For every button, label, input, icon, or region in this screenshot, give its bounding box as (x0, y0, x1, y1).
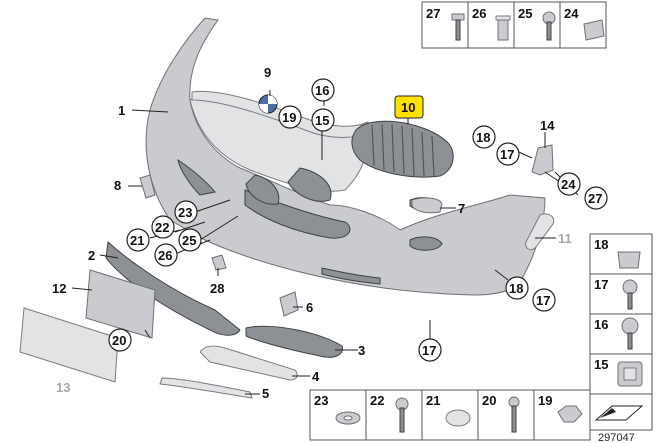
callout-25: 25 (182, 233, 196, 248)
callout-6: 6 (306, 300, 313, 315)
callout-19: 19 (282, 110, 296, 125)
screw-icon (508, 396, 520, 433)
bottom-cell-label-1: 22 (370, 393, 384, 408)
nut-icon (557, 405, 583, 423)
washer-icon (335, 411, 361, 425)
callout-13: 13 (56, 380, 70, 395)
callout-18-lower: 18 (509, 281, 523, 296)
clip-28[interactable] (211, 254, 227, 271)
screw-icon (622, 279, 638, 310)
callout-20: 20 (112, 333, 126, 348)
right-cell-label-0: 18 (594, 237, 608, 252)
center-grille[interactable] (245, 325, 344, 358)
bottom-cell-label-2: 21 (426, 393, 440, 408)
square-nut-icon (617, 361, 643, 387)
callout-3: 3 (358, 343, 365, 358)
callout-26: 26 (158, 248, 172, 263)
screw-icon (395, 397, 409, 433)
callout-21: 21 (130, 233, 144, 248)
lower-trim-4[interactable] (199, 345, 298, 381)
cap-icon (445, 409, 471, 427)
callout-17-right: 17 (536, 293, 550, 308)
bottom-strip-5[interactable] (159, 377, 253, 399)
callout-10: 10 (401, 100, 415, 115)
callout-24: 24 (561, 177, 576, 192)
top-cell-label-1: 26 (472, 6, 486, 21)
callout-8: 8 (114, 178, 121, 193)
bottom-fastener-strip: 23 22 21 20 19 (309, 389, 653, 441)
top-cell-label-0: 27 (426, 6, 440, 21)
license-plate-holder[interactable] (85, 269, 156, 339)
callout-27: 27 (588, 191, 602, 206)
callout-4: 4 (312, 369, 320, 384)
bottom-cell-label-3: 20 (482, 393, 496, 408)
clip-nut-icon (583, 19, 605, 41)
bottom-cell-label-4: 19 (538, 393, 552, 408)
right-fastener-column: 18 17 16 15 (589, 233, 653, 395)
bumper-panel[interactable] (145, 17, 546, 296)
screw-icon (621, 317, 639, 350)
bracket-8[interactable] (139, 174, 156, 199)
cover-7[interactable] (411, 197, 443, 214)
license-plate-base[interactable] (19, 307, 119, 383)
bracket-14[interactable] (531, 144, 554, 176)
callout-2: 2 (88, 248, 95, 263)
right-cell-label-2: 16 (594, 317, 608, 332)
expanding-nut-icon (495, 15, 511, 41)
diagram-symbol-icon (594, 405, 644, 421)
callout-9: 9 (264, 65, 271, 80)
callout-labels: 1 2 3 4 5 6 7 8 9 10 11 12 13 14 15 16 1… (52, 65, 608, 401)
callout-16: 16 (315, 83, 329, 98)
callout-1: 1 (118, 103, 125, 118)
callout-12: 12 (52, 281, 66, 296)
callout-14: 14 (540, 118, 555, 133)
callout-28: 28 (210, 281, 224, 296)
clip-nut-icon (617, 251, 641, 269)
right-cell-label-3: 15 (594, 357, 608, 372)
bracket-6[interactable] (279, 291, 299, 317)
right-cell-label-1: 17 (594, 277, 608, 292)
side-trim-11[interactable] (525, 213, 555, 251)
callout-23: 23 (178, 205, 192, 220)
callout-22: 22 (155, 220, 169, 235)
bottom-cell-label-0: 23 (314, 393, 328, 408)
callout-18-upper: 18 (476, 130, 490, 145)
callout-5: 5 (262, 386, 269, 401)
top-fastener-strip: 27 26 25 24 (421, 1, 607, 49)
top-cell-label-2: 25 (518, 6, 532, 21)
callout-17-bottom: 17 (422, 343, 436, 358)
callout-17-top: 17 (500, 147, 514, 162)
screw-icon (451, 13, 465, 41)
callout-11: 11 (558, 231, 572, 246)
emblem-icon[interactable] (258, 94, 278, 114)
top-cell-label-3: 24 (564, 6, 579, 21)
diagram-number: 297047 (598, 432, 635, 443)
kidney-grille[interactable] (351, 120, 454, 178)
screw-icon (542, 11, 556, 41)
callout-15: 15 (315, 113, 329, 128)
callout-7: 7 (458, 201, 465, 216)
